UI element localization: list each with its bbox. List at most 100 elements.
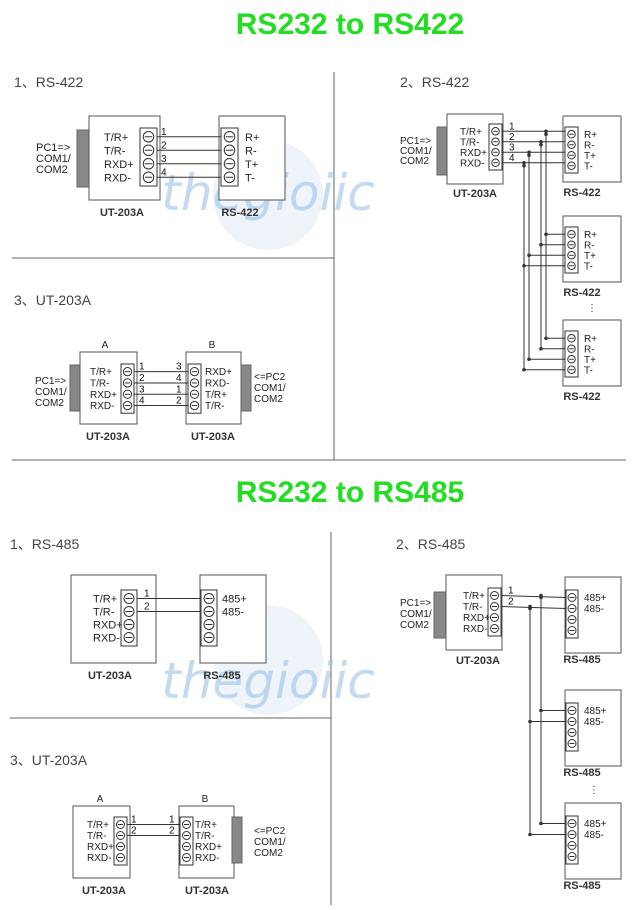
pc1-label: COM1/ (36, 153, 72, 165)
junction-dot (539, 821, 543, 826)
converter-caption: UT-203A (100, 207, 144, 219)
pin-label: T/R+ (195, 820, 217, 831)
terminal-block (565, 589, 579, 639)
pc2-label: <=PC2 (254, 372, 286, 383)
terminal-block (488, 123, 503, 171)
section-label-422-2: 2、RS-422 (400, 74, 469, 90)
wire-number: 2 (169, 826, 175, 837)
converter-caption: UT-203A (86, 431, 130, 443)
terminal-block (113, 816, 128, 866)
pin-label: 485- (584, 830, 604, 841)
pc1-label: COM1/ (35, 387, 67, 398)
node-label-b: B (202, 794, 209, 805)
device-caption: RS-422 (563, 187, 600, 199)
db9-connector (436, 126, 448, 176)
terminal-block (139, 127, 158, 187)
pc2-label: COM1/ (254, 837, 286, 848)
pin-label: RXD- (463, 624, 487, 635)
wire-number: 1 (169, 815, 175, 826)
pin-label: R+ (584, 130, 597, 141)
section-label-485-3: 3、UT-203A (10, 752, 88, 768)
pc1-label: PC1=> (35, 376, 66, 387)
section-label-485-2: 2、RS-485 (396, 536, 465, 552)
section-label-422-1: 1、RS-422 (14, 74, 83, 90)
pin-label: 485+ (584, 706, 607, 717)
pc1-label: COM2 (400, 620, 429, 631)
wire-number: 2 (139, 373, 145, 384)
pin-label: T/R- (87, 831, 106, 842)
wire-number: 2 (509, 132, 515, 143)
pc1-label: PC1=> (400, 598, 431, 609)
pin-label: RXD- (205, 378, 229, 389)
section-label-422-3: 3、UT-203A (14, 292, 92, 308)
pin-label: T- (584, 261, 593, 272)
pin-label: T+ (245, 159, 258, 171)
pin-label: RXD- (104, 172, 131, 184)
pin-label: RXD+ (93, 620, 123, 632)
terminal-block (220, 127, 239, 187)
device-caption: RS-485 (563, 767, 600, 779)
wire (500, 606, 567, 609)
terminal-block (187, 363, 202, 414)
wire-number: 2 (508, 597, 514, 608)
junction-dot (528, 719, 532, 724)
junction-dot (539, 708, 543, 713)
pin-label: T/R- (205, 401, 224, 412)
db9-connector (76, 129, 90, 188)
pin-label: RXD+ (205, 367, 232, 378)
pc1-label: COM1/ (400, 609, 432, 620)
pc1-label: COM2 (36, 164, 68, 176)
terminal-block (564, 330, 579, 378)
wire-number: 4 (161, 167, 167, 178)
node-label-a: A (97, 794, 104, 805)
junction-dot (539, 139, 543, 144)
device-caption: RS-485 (563, 880, 600, 892)
pin-label: 485+ (222, 594, 247, 606)
wire-number: 2 (144, 602, 150, 613)
db9-connector (69, 364, 81, 412)
pin-label: T+ (584, 355, 596, 366)
device-caption: RS-485 (563, 654, 600, 666)
pc1-label: COM1/ (400, 146, 432, 157)
converter-caption: UT-203A (185, 885, 229, 897)
wire-number: 2 (161, 140, 167, 151)
pin-label: RXD+ (90, 390, 117, 401)
pin-label: R- (245, 145, 257, 157)
node-label-b: B (209, 340, 216, 351)
pin-label: RXD- (87, 853, 111, 864)
junction-dot (528, 606, 532, 611)
terminal-block (179, 816, 194, 866)
converter-box (70, 574, 157, 664)
pin-label: T/R+ (93, 594, 117, 606)
pin-label: R- (584, 240, 595, 251)
pin-label: 485+ (584, 593, 607, 604)
pin-label: T- (584, 365, 593, 376)
device-caption: RS-485 (203, 670, 240, 682)
wire-number: 1 (144, 589, 150, 600)
junction-dot (527, 150, 531, 155)
node-label-a: A (102, 340, 109, 351)
section-label-485-1: 1、RS-485 (10, 536, 79, 552)
watermark-text: thegioiic (161, 652, 375, 710)
pin-label: RXD- (90, 401, 114, 412)
wire-number: 4 (139, 396, 145, 407)
pin-label: R- (584, 140, 595, 151)
pin-label: T/R+ (463, 591, 485, 602)
wire-number: 1 (131, 815, 137, 826)
title-rs485: RS232 to RS485 (236, 476, 464, 509)
pin-label: T/R+ (104, 132, 128, 144)
pin-label: T/R- (460, 137, 479, 148)
pc2-label: <=PC2 (254, 826, 286, 837)
pin-label: T/R- (93, 607, 115, 619)
pin-label: R+ (245, 132, 259, 144)
pin-label: T/R+ (460, 127, 482, 138)
converter-caption: UT-203A (191, 431, 235, 443)
pin-label: 485+ (584, 819, 607, 830)
terminal-block (565, 815, 579, 865)
wire-number: 4 (176, 373, 182, 384)
pin-label: T/R+ (87, 820, 109, 831)
wire-number: 1 (161, 127, 167, 138)
pin-label: R- (584, 344, 595, 355)
converter-caption: UT-203A (82, 885, 126, 897)
